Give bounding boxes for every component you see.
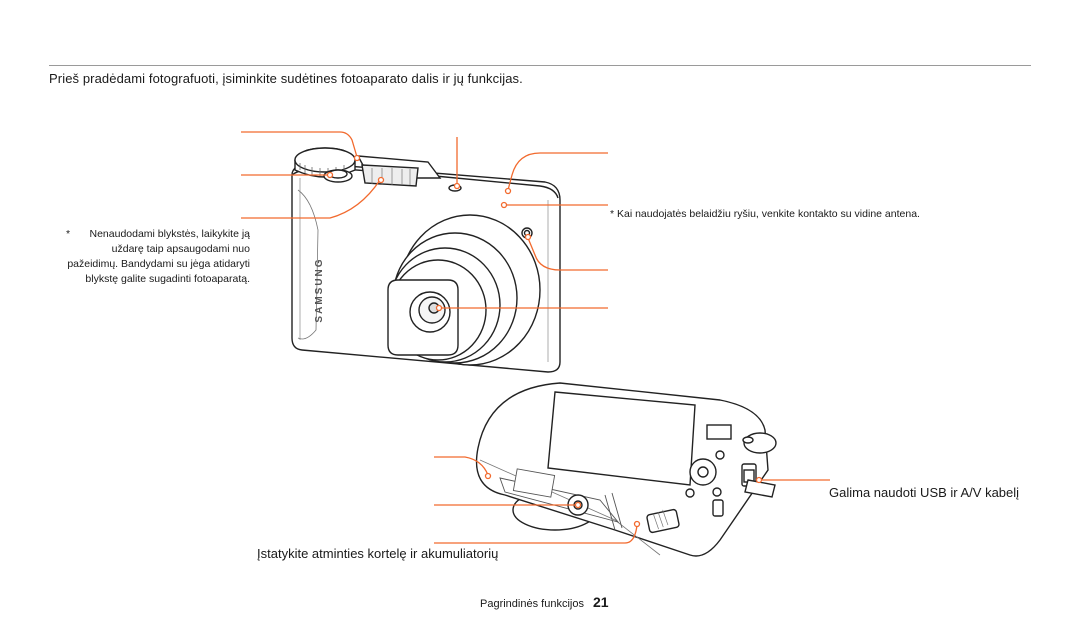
callout-lines	[241, 131, 830, 544]
battery-latch	[646, 508, 680, 534]
page-footer: Pagrindinės funkcijos 21	[480, 594, 609, 610]
antenna-note: * Kai naudojatės belaidžiu ryšiu, venkit…	[610, 208, 920, 220]
card-battery-caption: Įstatykite atminties kortelę ir akumulia…	[257, 546, 499, 561]
rear-screen	[547, 391, 696, 486]
camera-bottom	[475, 382, 777, 557]
flash-warning-text: Nenaudodami blykstės, laikykite ją uždar…	[67, 228, 250, 285]
usb-caption: Galima naudoti USB ir A/V kabelį	[829, 485, 1020, 500]
camera-front	[291, 147, 561, 373]
page-number: 21	[593, 594, 609, 610]
note-asterisk: *	[66, 228, 71, 240]
intro-text: Prieš pradėdami fotografuoti, įsiminkite…	[49, 71, 523, 86]
footer-section-name: Pagrindinės funkcijos	[480, 598, 584, 610]
camera-brand-logo: SAMSUNG	[314, 257, 325, 322]
callout-dots	[326, 154, 763, 528]
flash-warning-note: * Nenaudodami blykstės, laikykite ją užd…	[60, 227, 250, 287]
header-rule	[49, 65, 1031, 66]
